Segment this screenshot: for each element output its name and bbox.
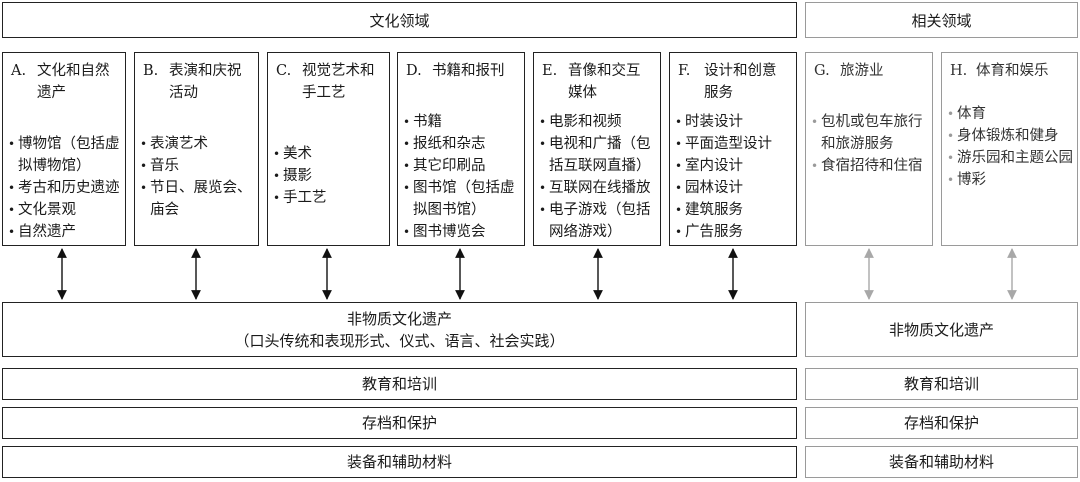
category-box-b: B. 表演和庆祝活动表演艺术音乐节日、展览会、庙会	[134, 52, 259, 246]
archiving-box: 存档和保护	[2, 407, 797, 439]
category-letter: B.	[143, 63, 159, 79]
category-item: 音乐	[140, 155, 256, 177]
intangible-heritage-subtitle: （口头传统和表现形式、仪式、语言、社会实践）	[234, 331, 565, 350]
category-title-text: 表演和庆祝活动	[169, 63, 242, 101]
category-item-list: 时装设计平面造型设计室内设计园林设计建筑服务广告服务	[675, 111, 794, 243]
category-item: 书籍	[403, 111, 522, 133]
category-item: 文化景观	[8, 199, 123, 221]
cultural-domains-title: 文化领域	[369, 11, 430, 30]
category-box-e: E. 音像和交互媒体电影和视频电视和广播（包括互联网直播）互联网在线播放电子游戏（…	[533, 52, 661, 246]
category-title: D. 书籍和报刊	[406, 60, 520, 82]
category-letter: A.	[11, 63, 27, 79]
category-item: 电影和视频	[539, 111, 658, 133]
category-item: 平面造型设计	[675, 133, 794, 155]
category-item-list: 体育身体锻炼和健身游乐园和主题公园博彩	[947, 103, 1075, 191]
category-letter: F.	[678, 63, 691, 79]
education-box: 教育和培训	[2, 368, 797, 400]
category-item-list: 美术摄影手工艺	[273, 143, 387, 209]
category-item-list: 包机或包车旅行和旅游服务食宿招待和住宿	[811, 111, 930, 177]
category-item: 室内设计	[675, 155, 794, 177]
category-box-g: G. 旅游业包机或包车旅行和旅游服务食宿招待和住宿	[805, 52, 933, 246]
category-item-list: 表演艺术音乐节日、展览会、庙会	[140, 133, 256, 221]
category-item: 时装设计	[675, 111, 794, 133]
category-title: B. 表演和庆祝活动	[143, 60, 254, 104]
education-label: 教育和培训	[361, 375, 437, 393]
category-title-text: 视觉艺术和手工艺	[302, 63, 375, 101]
category-item: 图书博览会	[403, 221, 522, 243]
category-item: 互联网在线播放	[539, 177, 658, 199]
category-title: A. 文化和自然遗产	[11, 60, 121, 104]
category-title-text: 设计和创意服务	[704, 63, 777, 101]
category-letter: E.	[542, 63, 558, 79]
category-item: 自然遗产	[8, 221, 123, 243]
category-title: F. 设计和创意服务	[678, 60, 792, 104]
category-letter: C.	[276, 63, 292, 79]
category-title-text: 旅游业	[840, 63, 884, 79]
category-item: 考古和历史遗迹	[8, 177, 123, 199]
related-intangible-heritage-title: 非物质文化遗产	[888, 320, 994, 339]
category-item: 园林设计	[675, 177, 794, 199]
archiving-label: 存档和保护	[361, 414, 437, 432]
related-archiving-label: 存档和保护	[903, 414, 979, 432]
related-equipment-label: 装备和辅助材料	[888, 453, 994, 471]
category-box-h: H. 体育和娱乐体育身体锻炼和健身游乐园和主题公园博彩	[941, 52, 1078, 246]
related-domains-title: 相关领域	[911, 11, 972, 30]
category-title-text: 体育和娱乐	[976, 63, 1049, 79]
intangible-heritage-box: 非物质文化遗产 （口头传统和表现形式、仪式、语言、社会实践）	[2, 302, 797, 357]
related-archiving-box: 存档和保护	[805, 407, 1078, 439]
related-domains-header: 相关领域	[805, 2, 1078, 38]
category-item: 身体锻炼和健身	[947, 125, 1075, 147]
category-item: 摄影	[273, 165, 387, 187]
category-item: 博彩	[947, 169, 1075, 191]
category-title: G. 旅游业	[814, 60, 928, 82]
category-item: 建筑服务	[675, 199, 794, 221]
category-item: 游乐园和主题公园	[947, 147, 1075, 169]
category-title: H. 体育和娱乐	[950, 60, 1073, 82]
category-item: 体育	[947, 103, 1075, 125]
cultural-domains-header: 文化领域	[2, 2, 797, 38]
category-title: E. 音像和交互媒体	[542, 60, 656, 104]
category-item: 其它印刷品	[403, 155, 522, 177]
category-item: 食宿招待和住宿	[811, 155, 930, 177]
category-item: 广告服务	[675, 221, 794, 243]
category-item: 手工艺	[273, 187, 387, 209]
category-title-text: 文化和自然遗产	[37, 63, 110, 101]
category-letter: D.	[406, 63, 422, 79]
category-item: 报纸和杂志	[403, 133, 522, 155]
category-box-f: F. 设计和创意服务时装设计平面造型设计室内设计园林设计建筑服务广告服务	[669, 52, 797, 246]
category-letter: G.	[814, 63, 830, 79]
equipment-box: 装备和辅助材料	[2, 446, 797, 478]
category-title-text: 音像和交互媒体	[568, 63, 641, 101]
intangible-heritage-title: 非物质文化遗产	[346, 309, 452, 328]
category-title: C. 视觉艺术和手工艺	[276, 60, 385, 104]
category-item: 表演艺术	[140, 133, 256, 155]
equipment-label: 装备和辅助材料	[346, 453, 452, 471]
related-education-label: 教育和培训	[903, 375, 979, 393]
related-intangible-heritage-box: 非物质文化遗产	[805, 302, 1078, 357]
category-box-c: C. 视觉艺术和手工艺美术摄影手工艺	[267, 52, 390, 246]
category-item: 美术	[273, 143, 387, 165]
category-letter: H.	[950, 63, 968, 79]
category-item: 节日、展览会、庙会	[140, 177, 256, 221]
related-equipment-box: 装备和辅助材料	[805, 446, 1078, 478]
category-title-text: 书籍和报刊	[432, 63, 505, 79]
related-education-box: 教育和培训	[805, 368, 1078, 400]
